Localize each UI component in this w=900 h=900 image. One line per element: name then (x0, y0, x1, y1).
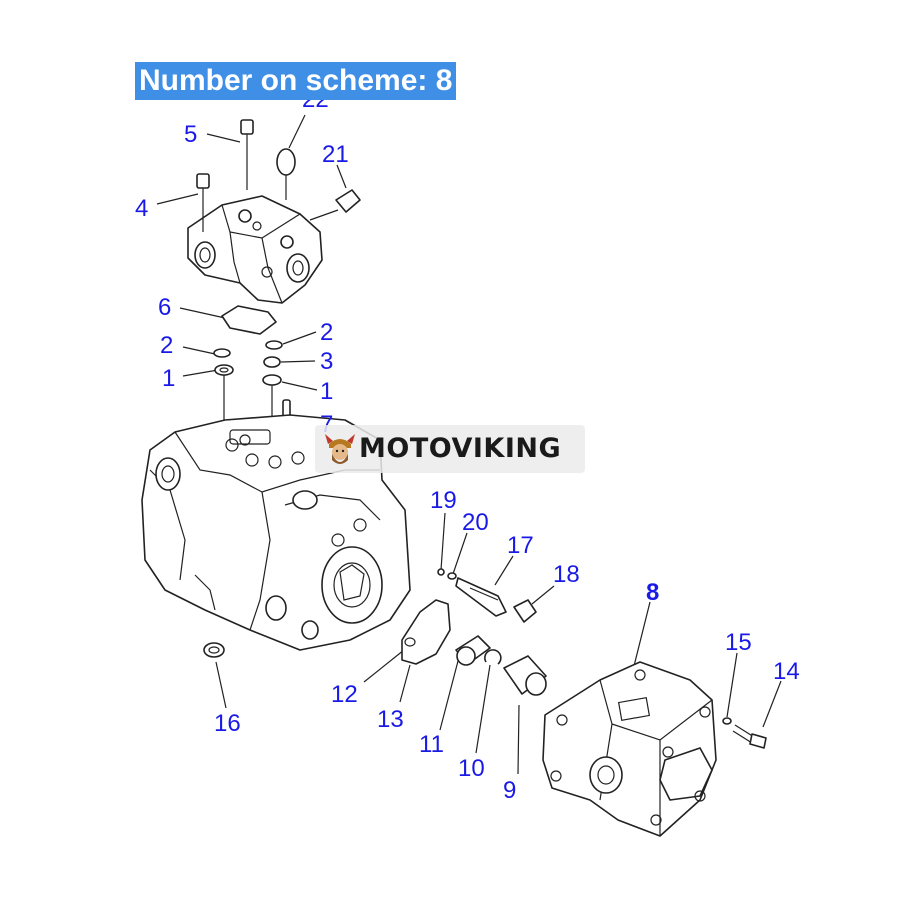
top-fasteners (196, 119, 361, 232)
callout-numbers: 5 4 22 21 6 2 1 2 3 1 7 19 20 17 18 8 15… (135, 86, 800, 804)
scheme-number-banner: Number on scheme: 8 (135, 62, 457, 100)
callout-5: 5 (184, 121, 197, 148)
callout-21: 21 (322, 141, 349, 168)
motoviking-watermark: MOTOVIKING (315, 425, 585, 473)
bushing-11 (455, 635, 491, 666)
callout-3: 3 (320, 348, 333, 375)
regulator-valve-block (187, 195, 323, 304)
callout-10: 10 (458, 755, 485, 782)
leader-lines (156, 114, 782, 775)
callout-20: 20 (462, 509, 489, 536)
spool-assembly (437, 568, 537, 623)
callout-8: 8 (646, 579, 659, 606)
callout-2-right: 2 (320, 319, 333, 346)
callout-4: 4 (135, 195, 148, 222)
viking-head-logo-icon (325, 434, 355, 464)
callout-17: 17 (507, 532, 534, 559)
callout-1-right: 1 (320, 378, 333, 405)
coupling-9 (503, 655, 547, 696)
plug-16 (203, 642, 225, 658)
bolt-14-and-washer-15 (722, 717, 767, 749)
snap-ring-10 (484, 649, 502, 665)
callout-11: 11 (419, 731, 444, 758)
cover-plate-12 (401, 599, 451, 665)
callout-16: 16 (214, 710, 241, 737)
callout-12: 12 (331, 681, 358, 708)
callout-18: 18 (553, 561, 580, 588)
callout-2-left: 2 (160, 332, 173, 359)
main-pump-housing (141, 414, 411, 651)
callout-19: 19 (430, 487, 457, 514)
callout-14: 14 (773, 658, 800, 685)
callout-6: 6 (158, 294, 171, 321)
callout-9: 9 (503, 777, 516, 804)
callout-15: 15 (725, 629, 752, 656)
watermark-text: MOTOVIKING (359, 433, 562, 464)
gear-pump-8 (542, 661, 717, 837)
callout-1-left: 1 (162, 365, 175, 392)
callout-13: 13 (377, 706, 404, 733)
